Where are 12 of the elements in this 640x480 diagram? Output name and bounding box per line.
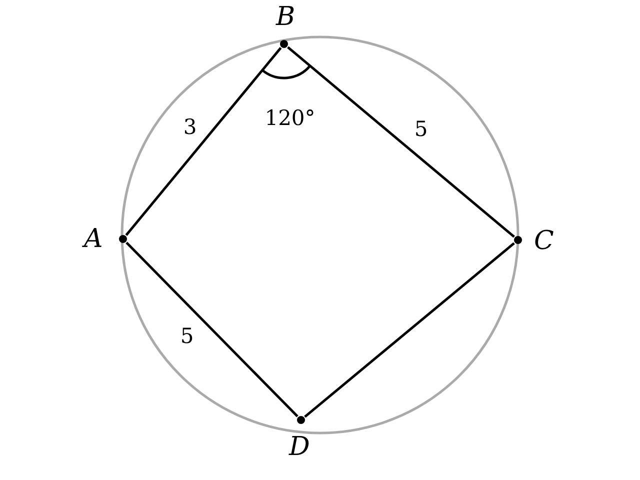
point-label: A	[84, 224, 103, 254]
edge-label: 5	[180, 324, 194, 348]
angle-label: 120°	[264, 106, 316, 130]
point-label: D	[289, 432, 310, 462]
side-line	[125, 47, 282, 236]
edge-label: 5	[414, 117, 428, 141]
side-line	[287, 46, 515, 238]
side-line	[304, 242, 515, 418]
edge-label: 3	[183, 115, 197, 139]
side-line	[126, 242, 298, 418]
point-label: B	[276, 2, 296, 32]
point-label: C	[534, 226, 554, 256]
